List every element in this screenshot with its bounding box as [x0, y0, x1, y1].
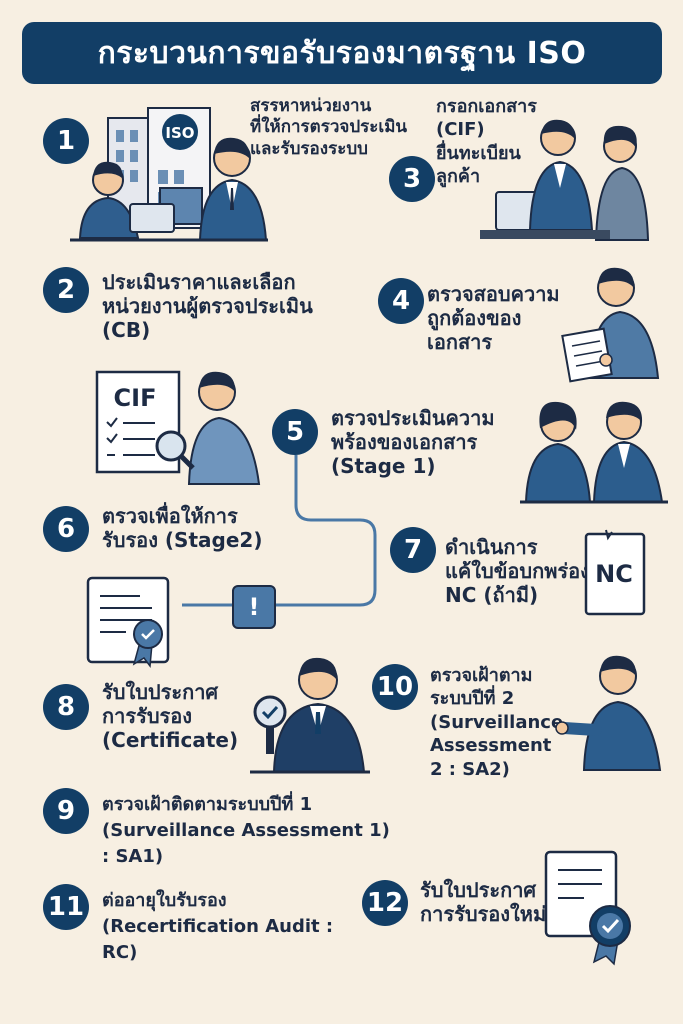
step-1-text: สรรหาหน่วยงาน ที่ให้การตรวจประเมิน และรั…: [250, 96, 408, 159]
step-12-text: รับใบประกาศ การรับรองใหม่: [420, 878, 547, 926]
step-5-text: ตรวจประเมินความ พร้องของเอกสาร (Stage 1): [331, 406, 495, 478]
auditors-illustration: [520, 401, 668, 504]
alert-marker: !: [232, 585, 276, 629]
step-10-text: ตรวจเฝ้าตาม ระบบปีที่ 2 (Surveillance As…: [430, 665, 564, 780]
step-6-text: ตรวจเพื่อให้การ รับรอง (Stage2): [102, 504, 263, 552]
document-review-illustration: [561, 267, 660, 383]
presenter-illustration: [555, 655, 662, 771]
nc-document-illustration: NC: [584, 529, 646, 616]
step-3-number: 3: [389, 156, 435, 202]
iso-badge-text: ISO: [165, 124, 194, 142]
step-11-text: ต่ออายุใบรับรอง (Recertification Audit :…: [102, 890, 334, 964]
step-6-number: 6: [43, 506, 89, 552]
step-4-text: ตรวจสอบความ ถูกต้องของ เอกสาร: [427, 282, 560, 354]
alert-icon: !: [248, 593, 260, 621]
document-submission-illustration: [480, 119, 650, 241]
step-5-number: 5: [272, 409, 318, 455]
step-7-number: 7: [390, 527, 436, 573]
step-3-text: กรอกเอกสาร (CIF) ยื่นทะเบียน ลูกค้า: [436, 96, 537, 188]
step-4-number: 4: [378, 278, 424, 324]
step-9-number: 9: [43, 788, 89, 834]
step-7-text: ดำเนินการ แค้ใบข้อบกพร่อง NC (ถ้ามี): [445, 535, 590, 607]
verification-officer-illustration: [250, 657, 370, 774]
step-8-text: รับใบประกาศ การรับรอง (Certificate): [102, 680, 239, 752]
step-12-number: 12: [362, 880, 408, 926]
page-title: กระบวนการขอรับรองมาตรฐาน ISO: [22, 22, 662, 84]
new-certificate-illustration: [544, 850, 631, 966]
cif-doc-label: CIF: [114, 384, 157, 412]
step-2-text: ประเมินราคาและเลือก หน่วยงานผู้ตรวจประเม…: [102, 270, 313, 342]
step-2-number: 2: [43, 267, 89, 313]
step-11-number: 11: [43, 884, 89, 930]
certificate-illustration: [86, 576, 170, 669]
office-meeting-illustration: ISO: [70, 107, 268, 242]
nc-doc-label: NC: [595, 560, 633, 588]
step-8-number: 8: [43, 684, 89, 730]
step-10-number: 10: [372, 664, 418, 710]
cif-document-illustration: CIF: [95, 370, 261, 485]
step-9-text: ตรวจเฝ้าติดตามระบบปีที่ 1 (Surveillance …: [102, 794, 390, 868]
step-1-number: 1: [43, 118, 89, 164]
